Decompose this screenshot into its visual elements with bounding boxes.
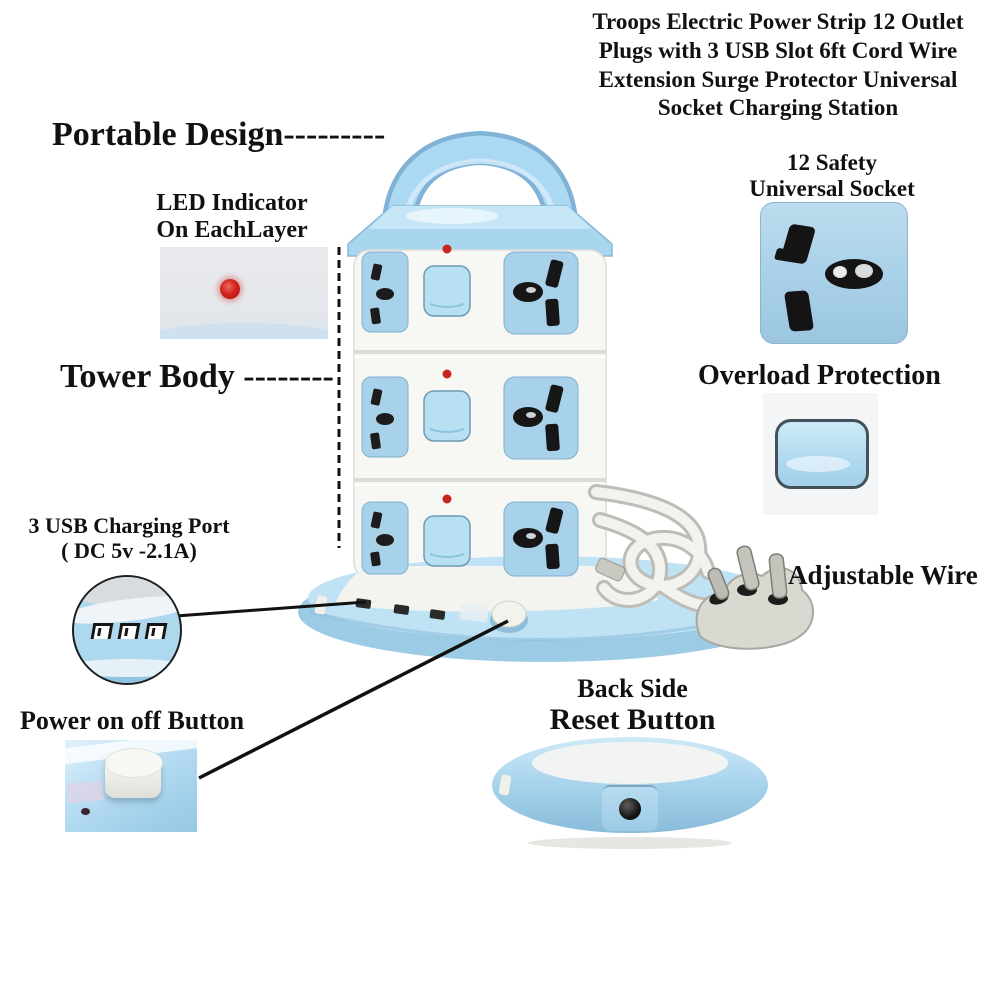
label-led-indicator: LED Indicator On EachLayer [156, 190, 308, 243]
led-indicator-3 [442, 494, 452, 504]
socket-left-2 [361, 376, 409, 458]
indicator-dot-icon [81, 808, 90, 815]
label-power-button: Power on off Button [20, 706, 245, 735]
carry-handle [381, 130, 579, 249]
base-usb-ports [355, 598, 446, 620]
led-dot-icon [220, 279, 240, 299]
led-indicator-2 [442, 369, 452, 379]
socket-left-3 [361, 501, 409, 575]
overload-switch-icon [775, 419, 869, 489]
power-pointer-line [198, 619, 509, 780]
power-plug [695, 545, 814, 650]
universal-socket-inset [760, 202, 908, 344]
label-portable-design: Portable Design--------- [52, 116, 386, 153]
backside-reset-inset [492, 737, 768, 849]
rocker-switch-1 [423, 265, 471, 317]
socket-right-1 [503, 251, 579, 335]
socket-pin-hole-icon [779, 223, 817, 265]
title-line: Troops Electric Power Strip 12 Outlet [592, 9, 964, 34]
tower-foot [336, 566, 658, 612]
label-universal-socket: 12 Safety Universal Socket [749, 150, 915, 201]
title-line: Extension Surge Protector Universal [598, 66, 958, 92]
usb-port-icon [144, 623, 168, 639]
led-indicator-1 [442, 244, 452, 254]
label-reset-button: Back Side Reset Button [549, 674, 716, 737]
led-indicator-inset [160, 247, 328, 339]
layer-2 [361, 369, 579, 460]
power-button-inset [65, 740, 197, 832]
reset-button-icon [619, 798, 641, 820]
product-title: Troops Electric Power Strip 12 Outlet Pl… [562, 8, 994, 123]
label-adjustable-wire: Adjustable Wire [788, 560, 978, 590]
power-button-icon [105, 748, 163, 798]
title-line: Plugs with 3 USB Slot 6ft Cord Wire [598, 37, 958, 63]
reset-button-housing [602, 785, 658, 831]
socket-pin-hole-icon [825, 259, 883, 289]
usb-ports-inset [72, 575, 182, 685]
layer-3 [361, 494, 579, 577]
socket-right-2 [503, 376, 579, 460]
layer-1 [361, 244, 579, 335]
inset-base-arc [160, 323, 328, 339]
usb-port-icon [117, 623, 141, 639]
socket-pin-hole-icon [783, 290, 815, 332]
rocker-switch-3 [423, 515, 471, 567]
base-logo [459, 602, 489, 623]
socket-left-1 [361, 251, 409, 333]
rocker-switch-2 [423, 390, 471, 442]
label-overload-protection: Overload Protection [698, 360, 941, 391]
overload-protection-inset [763, 393, 878, 515]
label-tower-body: Tower Body -------- [60, 358, 334, 395]
socket-right-3 [503, 501, 579, 577]
tower-cap [347, 205, 613, 257]
usb-pointer-line [175, 600, 367, 618]
label-usb-charging: 3 USB Charging Port ( DC 5v -2.1A) [28, 513, 230, 563]
usb-port-icon [90, 623, 114, 639]
title-line: Socket Charging Station [657, 95, 899, 121]
plug-prongs [707, 545, 788, 605]
base-logo-icon [66, 780, 104, 804]
